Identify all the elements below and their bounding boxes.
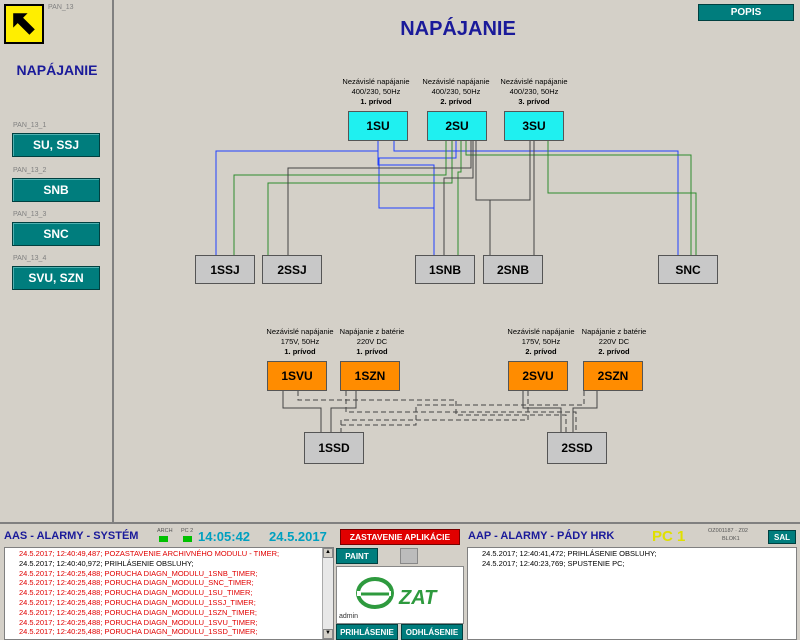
node-2ssj[interactable]: 2SSJ: [262, 255, 322, 284]
scroll-down-icon[interactable]: ▼: [323, 629, 333, 639]
sidebar-button-svu-szn[interactable]: SVU, SZN: [12, 266, 100, 290]
pc2-led: [183, 536, 192, 542]
aap-title: AAP - ALARMY - PÁDY HRK: [468, 530, 615, 542]
log-entry: 24.5.2017; 12:40:25,488; PORUCHA DIAGN_M…: [19, 607, 258, 617]
station-id: OZ001187 · Z02: [708, 528, 748, 534]
log-entry: 24.5.2017; 12:40:25,488; PORUCHA DIAGN_M…: [19, 578, 254, 588]
sidebar-button-snc[interactable]: SNC: [12, 222, 100, 246]
sidebar-button-snb[interactable]: SNB: [12, 178, 100, 202]
clock-time: 14:05:42: [198, 529, 251, 544]
paint-button[interactable]: PAINT: [336, 548, 378, 564]
node-1snb[interactable]: 1SNB: [415, 255, 475, 284]
left-panel: PAN_13 NAPÁJANIE PAN_13_1 SU, SSJ PAN_13…: [0, 0, 114, 522]
panel-id: PAN_13: [48, 4, 74, 11]
login-button[interactable]: PRIHLÁSENIE: [336, 624, 398, 640]
log-entry: 24.5.2017; 12:40:40,972; PRIHLÁSENIE OBS…: [19, 558, 194, 568]
pc-label: PC 1: [652, 528, 686, 545]
alarm-area: AAS - ALARMY - SYSTÉM ARCH PC 2 14:05:42…: [0, 522, 800, 640]
log-entry: 24.5.2017; 12:40:25,488; PORUCHA DIAGN_M…: [19, 588, 253, 598]
popis-button[interactable]: POPIS: [698, 4, 794, 21]
node-2svu[interactable]: 2SVU: [508, 361, 568, 391]
arch-led: [159, 536, 168, 542]
log-entry: 24.5.2017; 12:40:25,488; PORUCHA DIAGN_M…: [19, 568, 258, 578]
log-entry: 24.5.2017; 12:40:25,488; PORUCHA DIAGN_M…: [19, 627, 258, 637]
zat-logo: ZAT admin: [336, 566, 464, 624]
node-1su[interactable]: 1SU: [348, 111, 408, 141]
main-diagram: NAPÁJANIE POPIS: [116, 0, 800, 522]
log-scrollbar[interactable]: ▲ ▼: [322, 548, 333, 639]
node-snc[interactable]: SNC: [658, 255, 718, 284]
log-entry: 24.5.2017; 12:40:23,769; SPUSTENIE PC;: [482, 558, 625, 568]
node-2su[interactable]: 2SU: [427, 111, 487, 141]
zat-logo-icon: [356, 577, 394, 609]
node-1ssd[interactable]: 1SSD: [304, 432, 364, 464]
arrow-up-left-icon: [13, 13, 35, 35]
sidebar-item-pan-id: PAN_13_4: [13, 255, 47, 262]
clock-date: 24.5.2017: [269, 529, 327, 544]
log-entry: 24.5.2017; 12:40:49,487; POZASTAVENIE AR…: [19, 549, 280, 558]
pc2-label: PC 2: [181, 528, 194, 534]
log-entry: 24.5.2017; 12:40:25,488; PORUCHA DIAGN_M…: [19, 617, 258, 627]
logo-text: ZAT: [399, 587, 437, 609]
aas-title: AAS - ALARMY - SYSTÉM: [4, 530, 139, 542]
log-entry: 24.5.2017; 12:40:41,472; PRIHLÁSENIE OBS…: [482, 549, 657, 558]
node-2snb[interactable]: 2SNB: [483, 255, 543, 284]
sidebar-item-pan-id: PAN_13_3: [13, 211, 47, 218]
stop-application-button[interactable]: ZASTAVENIE APLIKÁCIE: [340, 529, 460, 545]
station-block: BLOK1: [722, 536, 740, 542]
sal-button[interactable]: SAL: [768, 530, 796, 544]
node-3su[interactable]: 3SU: [504, 111, 564, 141]
system-alarm-log[interactable]: 24.5.2017; 12:40:49,487; POZASTAVENIE AR…: [4, 547, 334, 640]
log-entry: 24.5.2017; 12:40:25,488; PORUCHA DIAGN_M…: [19, 597, 256, 607]
hrk-alarm-log[interactable]: 24.5.2017; 12:40:41,472; PRIHLÁSENIE OBS…: [467, 547, 797, 640]
node-2ssd[interactable]: 2SSD: [547, 432, 607, 464]
blank-button[interactable]: [400, 548, 418, 564]
sidebar-title: NAPÁJANIE: [16, 62, 98, 78]
logout-button[interactable]: ODHLÁSENIE: [401, 624, 463, 640]
sidebar-item-pan-id: PAN_13_1: [13, 122, 47, 129]
sidebar-item-pan-id: PAN_13_2: [13, 167, 47, 174]
user-label: admin: [339, 613, 359, 620]
wiring-diagram: [215, 141, 697, 432]
sidebar-button-su-ssj[interactable]: SU, SSJ: [12, 133, 100, 157]
node-1ssj[interactable]: 1SSJ: [195, 255, 255, 284]
node-1svu[interactable]: 1SVU: [267, 361, 327, 391]
node-2szn[interactable]: 2SZN: [583, 361, 643, 391]
arch-label: ARCH: [157, 528, 173, 534]
node-1szn[interactable]: 1SZN: [340, 361, 400, 391]
scroll-up-icon[interactable]: ▲: [323, 548, 333, 558]
back-button[interactable]: [4, 4, 44, 44]
page-title: NAPÁJANIE: [400, 18, 516, 40]
